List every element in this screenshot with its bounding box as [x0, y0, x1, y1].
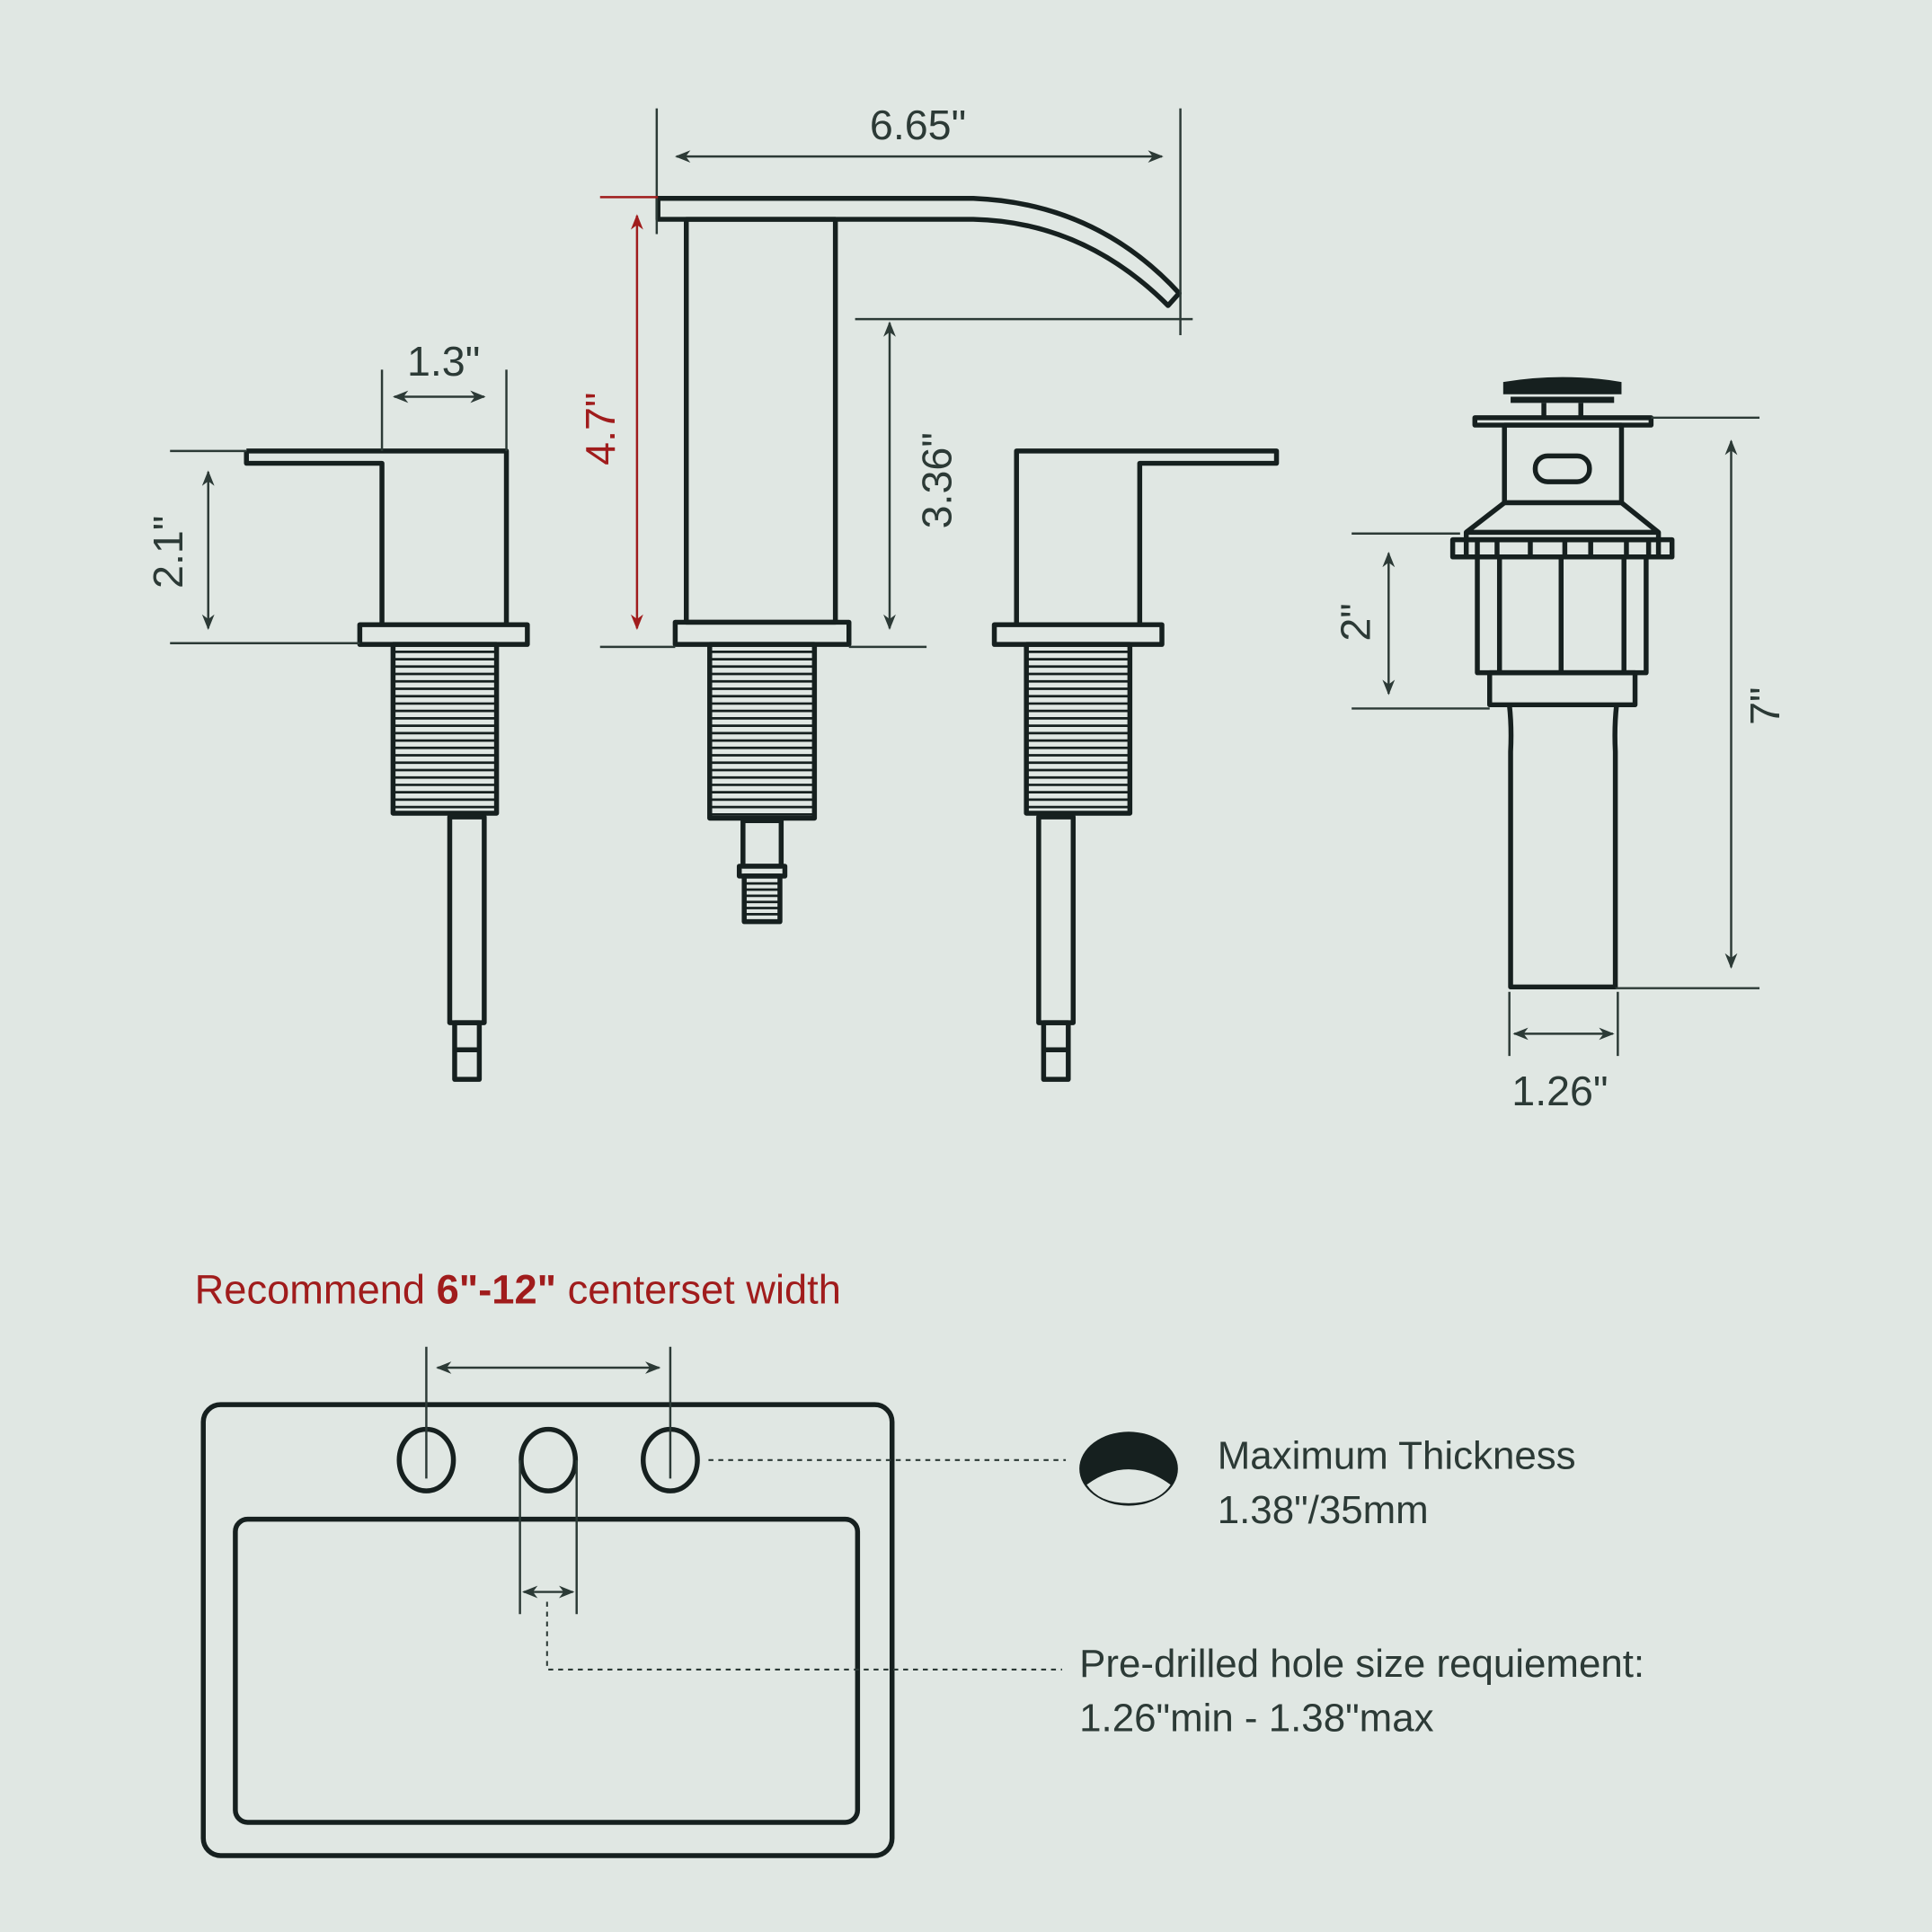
drain-diameter-dimension: 1.26" — [1508, 991, 1619, 1114]
drain-diameter-label: 1.26" — [1511, 1068, 1608, 1114]
hole-size-value: 1.26"min - 1.38"max — [1079, 1696, 1433, 1740]
centerset-recommendation: Recommend 6"-12" centerset width — [195, 1267, 841, 1313]
handle-width-dimension: 1.3" — [380, 338, 508, 451]
spout-reach-label: 6.65" — [870, 102, 966, 148]
faucet-height-dimension: 4.7" — [577, 196, 676, 649]
drain-height-label: 7" — [1741, 687, 1788, 724]
drain-flange-label: 2" — [1333, 603, 1379, 641]
thickness-value: 1.38"/35mm — [1218, 1488, 1429, 1532]
hole-size-title: Pre-drilled hole size requiement: — [1079, 1642, 1644, 1686]
spout — [655, 196, 1182, 925]
handle-width-label: 1.3" — [407, 338, 480, 385]
faucet-height-label: 4.7" — [577, 392, 624, 465]
sink-diagram — [200, 1346, 1067, 1858]
drain-flange-dimension: 2" — [1333, 532, 1490, 710]
pop-up-drain — [1449, 377, 1675, 990]
thickness-icon — [1079, 1431, 1178, 1506]
spout-height-dimension: 3.36" — [848, 317, 1193, 649]
right-handle — [991, 448, 1280, 1082]
handle-height-label: 2.1" — [145, 516, 191, 589]
hole-center — [518, 1426, 579, 1493]
spout-reach-dimension: 6.65" — [655, 102, 1182, 335]
drain-height-dimension: 7" — [1615, 416, 1788, 989]
spout-height-label: 3.36" — [914, 432, 961, 528]
thickness-title: Maximum Thickness — [1218, 1433, 1576, 1477]
left-handle — [244, 448, 530, 1082]
handle-height-dimension: 2.1" — [145, 449, 360, 644]
